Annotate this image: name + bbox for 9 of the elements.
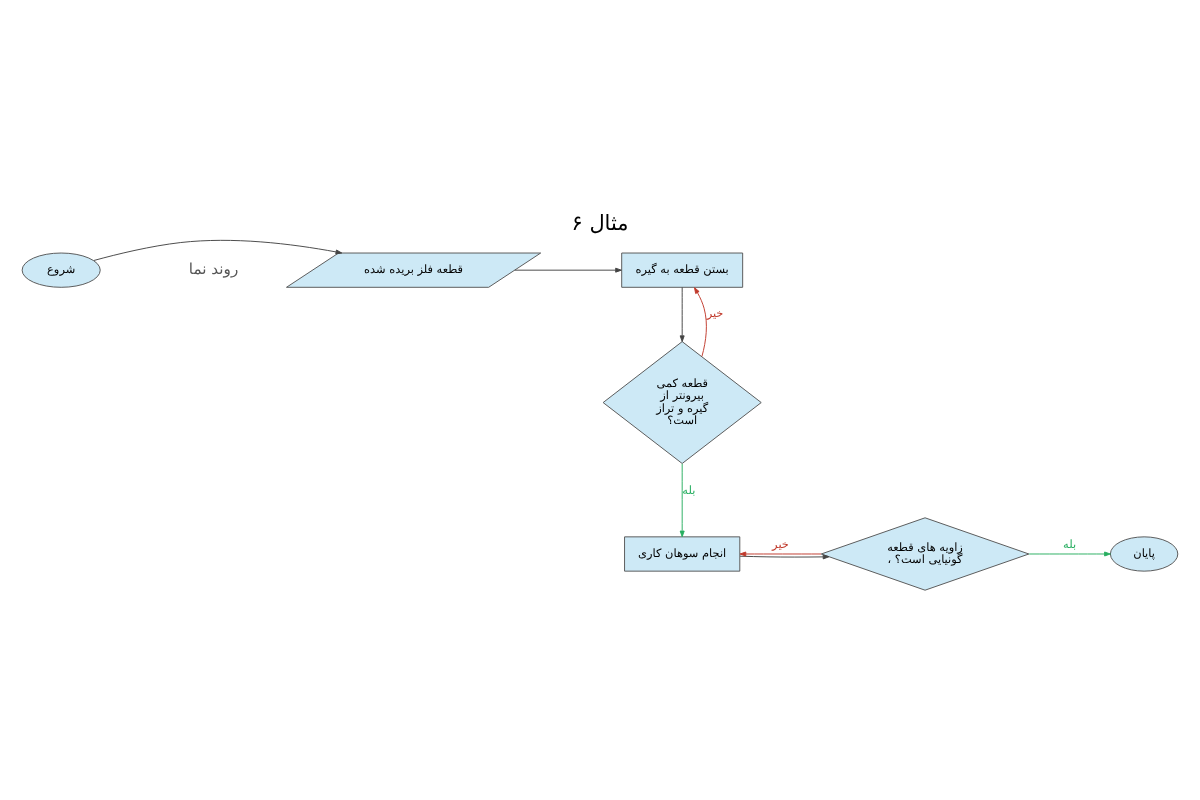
arrow xyxy=(679,463,685,538)
arrow xyxy=(739,554,830,560)
arrow xyxy=(1028,551,1111,557)
diagram-title: مثال ۶ xyxy=(571,212,629,237)
arrow xyxy=(679,286,685,343)
arrow xyxy=(739,551,822,557)
arrow xyxy=(694,287,707,357)
arrow xyxy=(514,267,622,273)
arrow xyxy=(93,239,343,261)
